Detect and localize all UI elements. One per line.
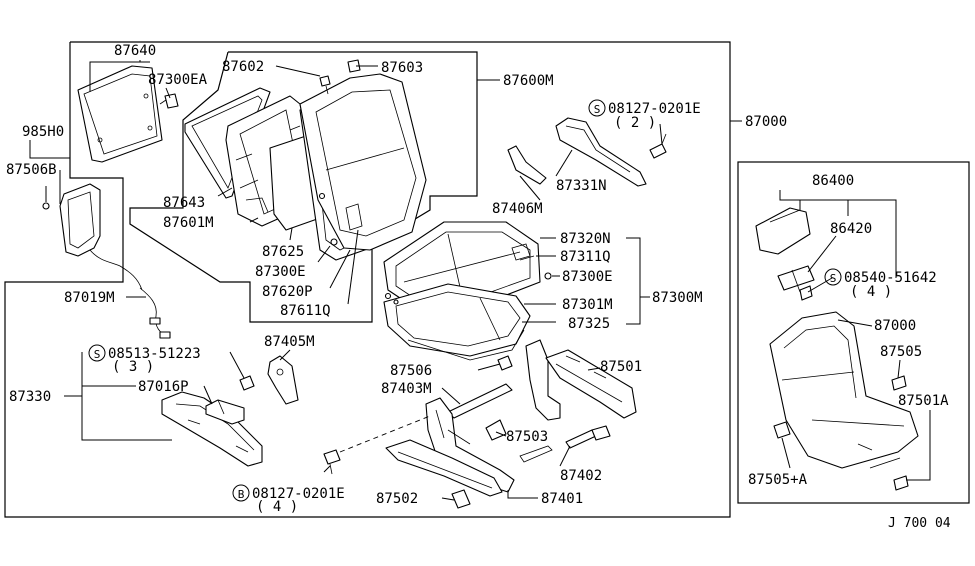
- callout-87406M: 87406M: [492, 201, 543, 217]
- lever-87402: [565, 425, 611, 449]
- back-board-87640: [77, 65, 163, 163]
- callout-87016P: 87016P: [138, 379, 189, 395]
- inset-frame: [737, 161, 970, 504]
- callout-87506: 87506: [390, 363, 432, 379]
- callout-87330: 87330: [9, 389, 51, 405]
- callout-08540-51642: 08540-51642: [844, 270, 937, 286]
- symbol-circles: [88, 99, 842, 502]
- callout-87402: 87402: [560, 468, 602, 484]
- cushion-cover-87320N: [383, 221, 541, 307]
- callout-87502: 87502: [376, 491, 418, 507]
- harness-87019M: [139, 287, 171, 339]
- callout-87503: 87503: [506, 429, 548, 445]
- back-board-bracket-87331N: [555, 117, 647, 187]
- bolt-top-08127: [649, 133, 667, 159]
- callout-87403M: 87403M: [381, 381, 432, 397]
- callout-87501: 87501: [600, 359, 642, 375]
- callout-87505A: 87505+A: [748, 472, 808, 488]
- callout-86400: 86400: [812, 173, 854, 189]
- callout-87625: 87625: [262, 244, 304, 260]
- callout-08127-0201E-bottom-qty: ( 4 ): [256, 499, 298, 515]
- main-frame: [4, 41, 731, 518]
- leader-lines: [29, 60, 931, 501]
- callout-87640: 87640: [114, 43, 156, 59]
- diagram-frames: [4, 41, 970, 518]
- diagram-code: J 700 04: [888, 516, 951, 531]
- bolt-bottom-08127: [323, 449, 341, 475]
- callout-87320N: 87320N: [560, 231, 611, 247]
- callout-87501A: 87501A: [898, 393, 949, 409]
- adjuster-87401: [385, 397, 515, 497]
- callout-87602: 87602: [222, 59, 264, 75]
- s-symbol-inset: S: [830, 272, 837, 285]
- callout-87019M: 87019M: [64, 290, 115, 306]
- callout-08127-0201E-bottom: 08127-0201E: [252, 486, 345, 502]
- callout-08127-0201E-top: 08127-0201E: [608, 101, 701, 117]
- side-airbag-985H0: [59, 183, 143, 291]
- callout-87000-inset: 87000: [874, 318, 916, 334]
- cover-87600M: [299, 73, 427, 251]
- callout-985H0: 985H0: [22, 124, 64, 140]
- screw-87506B: [42, 202, 50, 210]
- headrest-guide-86420: [791, 269, 813, 301]
- callout-87331N: 87331N: [556, 178, 607, 194]
- callout-87300E-upper: 87300E: [255, 264, 306, 280]
- bolt-install-line: [339, 415, 431, 453]
- bracket-87406M: [507, 145, 547, 185]
- callout-87600M: 87600M: [503, 73, 554, 89]
- seat-assembly-87000: [769, 311, 919, 491]
- callout-87300EA: 87300EA: [148, 72, 208, 88]
- screw-87506: [497, 355, 513, 371]
- clip-87311Q: [519, 255, 535, 261]
- callout-87311Q: 87311Q: [560, 249, 611, 265]
- headrest-86400: [755, 207, 815, 291]
- cushion-frame-87325: [407, 329, 525, 361]
- callout-87601M: 87601M: [163, 215, 214, 231]
- bracket-87405M: [267, 355, 299, 405]
- adjuster-87501: [525, 339, 637, 421]
- hog-ring-87602: [319, 75, 331, 95]
- callout-87300M: 87300M: [652, 290, 703, 306]
- b-symbol-bottom: B: [238, 488, 245, 501]
- callout-87401: 87401: [541, 491, 583, 507]
- callout-87300E-lower: 87300E: [562, 269, 613, 285]
- screw-08513: [239, 375, 255, 391]
- s-symbol-left: S: [94, 348, 101, 361]
- seatback-group-frame: [129, 51, 478, 323]
- callout-87000-main: 87000: [745, 114, 787, 130]
- callout-87611Q: 87611Q: [280, 303, 331, 319]
- callout-87505: 87505: [880, 344, 922, 360]
- knob-87016P: [205, 399, 245, 425]
- callout-08513-51223-qty: ( 3 ): [112, 359, 154, 375]
- callout-08540-51642-qty: ( 4 ): [850, 284, 892, 300]
- pin-87502: [451, 489, 471, 509]
- clip-87300E-lower: [544, 272, 552, 280]
- callout-87603: 87603: [381, 60, 423, 76]
- callout-87301M: 87301M: [562, 297, 613, 313]
- callout-87643: 87643: [163, 195, 205, 211]
- bar-87403M: [447, 383, 513, 441]
- callout-87506B: 87506B: [6, 162, 57, 178]
- clip-87603: [347, 59, 361, 73]
- s-symbol-top: S: [594, 103, 601, 116]
- clip-87300E-upper: [318, 192, 338, 246]
- callout-08127-0201E-top-qty: ( 2 ): [614, 115, 656, 131]
- wire-87503: [519, 445, 553, 463]
- clip-87300EA: [159, 93, 179, 109]
- callout-86420: 86420: [830, 221, 872, 237]
- callout-87620P: 87620P: [262, 284, 313, 300]
- callout-08513-51223: 08513-51223: [108, 346, 201, 362]
- callout-87405M: 87405M: [264, 334, 315, 350]
- callout-87325: 87325: [568, 316, 610, 332]
